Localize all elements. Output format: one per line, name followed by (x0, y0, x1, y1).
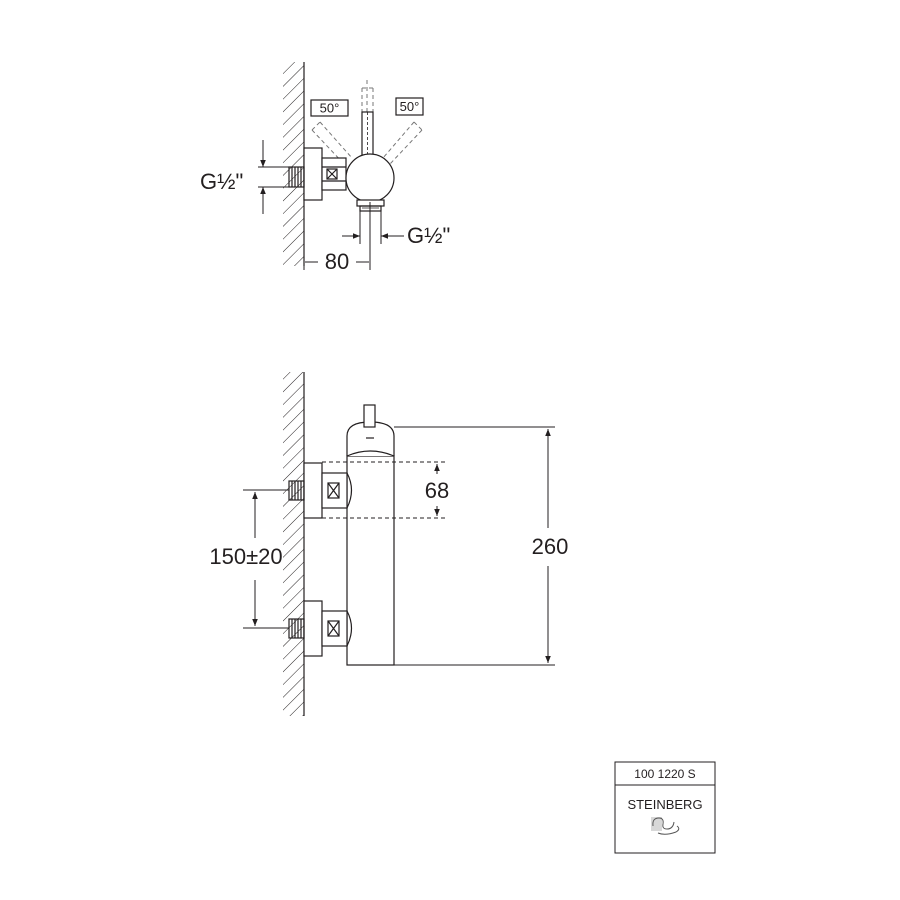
steinberg-logo-icon (651, 817, 680, 835)
angle-left-label: 50° (320, 101, 340, 116)
total-height-label: 260 (532, 534, 569, 559)
outlet-thread-label: G½" (407, 223, 450, 248)
wall-top-view (283, 62, 305, 266)
projection-dimension (303, 202, 371, 270)
lower-connection (243, 600, 353, 657)
article-number: 100 1220 S (634, 767, 695, 781)
outlet-thread-dimension (342, 211, 404, 244)
mixer-body-top (303, 147, 395, 212)
mixer-body-front (346, 404, 555, 666)
top-view (258, 62, 424, 270)
wall-front-view (283, 372, 305, 716)
inlet-thread-label: G½" (200, 169, 243, 194)
inlet-height-dimension (322, 461, 446, 519)
projection-label: 80 (325, 249, 349, 274)
inlet-thread-dimension (258, 140, 289, 214)
handle (361, 111, 374, 159)
title-block (614, 761, 716, 854)
upper-connection (243, 462, 353, 519)
inlet-height-label: 68 (425, 478, 449, 503)
front-view (243, 372, 555, 716)
brand-name: STEINBERG (627, 797, 702, 812)
inlet-thread (288, 166, 305, 188)
inlet-spacing-label: 150±20 (209, 544, 282, 569)
angle-right-label: 50° (400, 99, 420, 114)
